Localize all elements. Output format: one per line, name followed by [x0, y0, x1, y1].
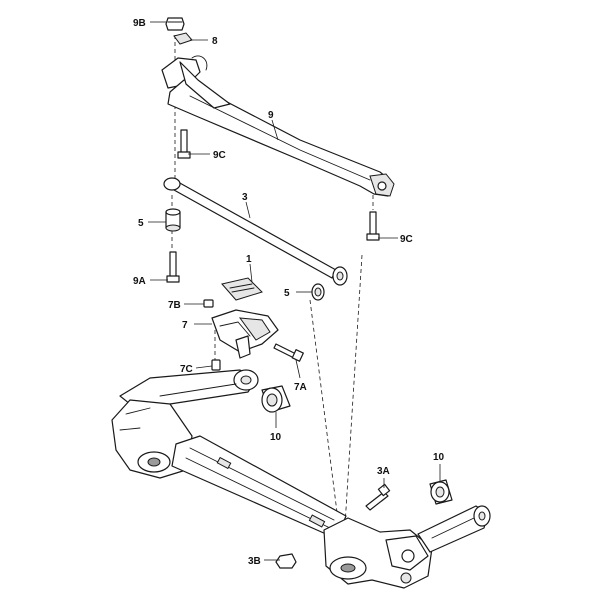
- callout-10-right: 10: [433, 452, 445, 463]
- callout-8: 8: [212, 36, 218, 47]
- callout-9c-right: 9C: [400, 234, 413, 245]
- callout-1: 1: [246, 254, 252, 265]
- callout-7b: 7B: [168, 300, 181, 311]
- bolt-9c-right: [366, 211, 380, 241]
- plate-8: [173, 32, 193, 45]
- callout-3a: 3A: [377, 466, 390, 477]
- bolt-3a: [365, 483, 391, 511]
- rear-axle-beam: [111, 369, 491, 589]
- bolt-7a: [273, 343, 304, 362]
- bolt-9a: [166, 251, 180, 283]
- callout-3b: 3B: [248, 556, 261, 567]
- callout-5-right: 5: [284, 288, 290, 299]
- callout-9a: 9A: [133, 276, 146, 287]
- bushing-5-left: [165, 208, 181, 232]
- callout-9b-top: 9B: [133, 18, 146, 29]
- bracket-7: [211, 309, 279, 359]
- track-rod-3: [163, 177, 348, 286]
- bushing-10-center: [261, 385, 291, 413]
- bolt-9c-left: [177, 129, 191, 159]
- plate-1: [221, 277, 263, 301]
- callout-labels: 9B 8 9 9C 3 9C 5 9A 1 5 7B 7 7C 7A 10 3A…: [133, 18, 445, 567]
- cross-member-9: [161, 55, 395, 197]
- nut-3b: [275, 553, 297, 569]
- bushing-10-right: [429, 479, 453, 505]
- callout-7a: 7A: [294, 382, 307, 393]
- fastener-7b: [203, 299, 214, 308]
- callout-7c: 7C: [180, 364, 193, 375]
- callout-10-center: 10: [270, 432, 282, 443]
- nut-9b-top: [165, 17, 185, 31]
- callout-7: 7: [182, 320, 188, 331]
- bushing-5-right: [311, 283, 325, 301]
- callout-3: 3: [242, 192, 248, 203]
- callout-9c-left: 9C: [213, 150, 226, 161]
- leader-lines: [148, 21, 441, 561]
- fastener-7c: [211, 359, 221, 371]
- callout-9: 9: [268, 110, 274, 121]
- callout-5-left: 5: [138, 218, 144, 229]
- alignment-lines: [171, 35, 374, 526]
